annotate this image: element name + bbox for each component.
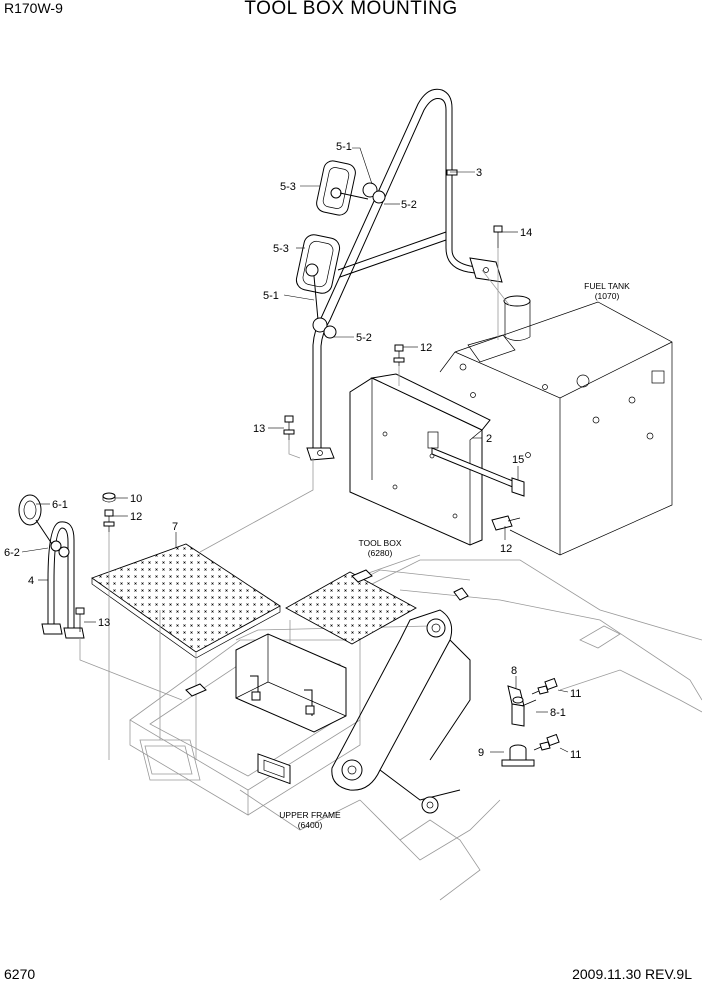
callout-12-side: 12: [500, 543, 512, 555]
latch-9: [501, 744, 535, 767]
latch-8: [507, 685, 537, 727]
boom-bracket: [331, 609, 471, 814]
cap-10: [102, 492, 116, 503]
tool-box-cover: [349, 373, 491, 546]
callout-12-left: 12: [130, 511, 142, 523]
callout-5-3-upper: 5-3: [280, 181, 296, 193]
frame-clips: [185, 569, 469, 697]
fuel-tank-outline: [439, 295, 673, 556]
callout-14: 14: [520, 227, 532, 239]
handrail-4: [41, 521, 85, 639]
bolt-13-upper: [283, 415, 295, 440]
bolt-12-left: [103, 509, 115, 532]
callout-3: 3: [476, 167, 482, 179]
callout-9: 9: [478, 747, 484, 759]
bolt-12-side: [491, 515, 521, 531]
callout-8: 8: [511, 665, 517, 677]
bolt-11-lower: [533, 733, 560, 751]
callout-8-1: 8-1: [550, 707, 566, 719]
bracket-15: [431, 447, 525, 497]
callout-5-3-lower: 5-3: [273, 243, 289, 255]
callout-6-1: 6-1: [52, 499, 68, 511]
callout-7: 7: [172, 521, 178, 533]
page-number: 6270: [4, 966, 36, 982]
tool-box-ref: (6280): [368, 548, 393, 558]
callout-5-1-lower: 5-1: [263, 290, 279, 302]
leader-lines: [21, 147, 569, 753]
callout-5-1-upper: 5-1: [336, 141, 352, 153]
callout-labels: 3 5-1 5-3 5-2 5-3 5-1 5-2 14 12 13 2 15 …: [4, 141, 581, 761]
callout-10: 10: [130, 493, 142, 505]
tool-box-tray: [235, 633, 347, 785]
mirror-upper: [316, 160, 386, 216]
callout-2: 2: [486, 433, 492, 445]
bolt-12-top: [393, 344, 405, 366]
reference-labels: FUEL TANK (1070) TOOL BOX (6280) UPPER F…: [279, 281, 630, 830]
callout-15: 15: [512, 454, 524, 466]
callout-12-top: 12: [420, 342, 432, 354]
callout-11-upper: 11: [570, 688, 581, 700]
callout-11-lower: 11: [570, 749, 581, 761]
upper-frame-label: UPPER FRAME: [279, 810, 341, 820]
bolt-14: [493, 225, 503, 248]
callout-5-2-lower: 5-2: [356, 332, 372, 344]
step-plate-7: [91, 543, 281, 659]
fuel-tank-label: FUEL TANK: [584, 281, 630, 291]
alignment-lines: [79, 248, 511, 760]
date-revision: 2009.11.30 REV.9L: [572, 966, 692, 982]
callout-4: 4: [28, 575, 34, 587]
callout-13-lower: 13: [98, 617, 110, 629]
mirror-lower: [295, 234, 341, 339]
callout-13-upper: 13: [253, 423, 265, 435]
callout-5-2-upper: 5-2: [401, 199, 417, 211]
mirror-6-1: [18, 494, 53, 545]
upper-frame-ref: (6400): [298, 820, 323, 830]
bolt-11-upper: [531, 677, 558, 695]
fuel-tank-ref: (1070): [595, 291, 620, 301]
bolt-13-lower: [75, 607, 85, 632]
step-plate-frame: [285, 571, 417, 645]
tool-box-label: TOOL BOX: [359, 538, 402, 548]
page-title: TOOL BOX MOUNTING: [244, 0, 458, 19]
model-code: R170W-9: [4, 0, 63, 16]
callout-6-2: 6-2: [4, 547, 20, 559]
